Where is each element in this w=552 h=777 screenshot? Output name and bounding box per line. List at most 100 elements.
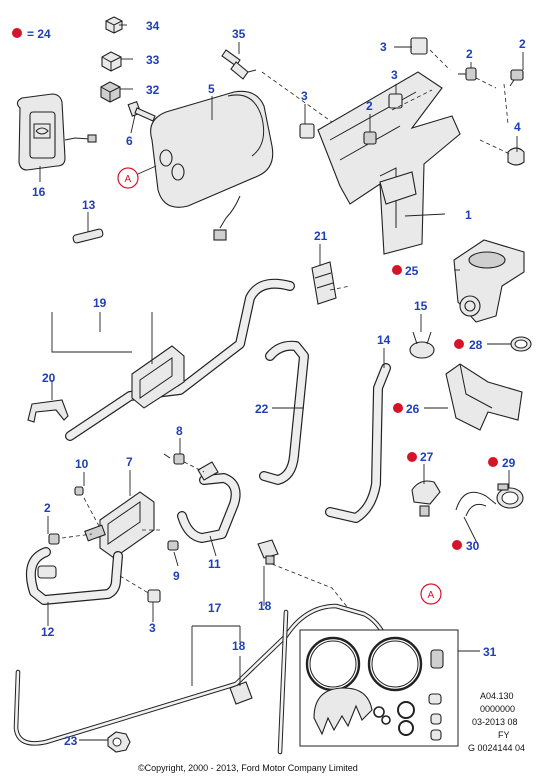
callout-32: 32 — [146, 83, 160, 97]
callout-6: 6 — [126, 134, 133, 148]
part-7-silencer — [84, 491, 155, 559]
callout-28: 28 — [469, 338, 483, 352]
reference-a-lower: A — [420, 583, 442, 605]
reference-a-upper: A — [117, 165, 157, 189]
part-19-exhaust-pipe — [65, 278, 295, 441]
part-31-seal-kit — [299, 629, 459, 747]
part-34-clip — [105, 16, 123, 34]
marker-dot-30 — [452, 540, 462, 550]
part-21-gasket — [311, 261, 337, 305]
callout-3-top: 3 — [380, 40, 387, 54]
part-20-bracket — [27, 399, 69, 423]
callout-3-mid: 3 — [391, 68, 398, 82]
marker-dot-28 — [454, 339, 464, 349]
part-30-spring-clip — [455, 491, 497, 517]
part-35-bolt — [221, 49, 257, 80]
legend-marker-dot — [12, 28, 22, 38]
callout-35: 35 — [232, 27, 246, 41]
part-10-plug — [74, 486, 84, 496]
part-12-hose — [26, 547, 123, 605]
marker-dot-25 — [392, 265, 402, 275]
callout-1: 1 — [465, 208, 472, 222]
part-14-hose — [325, 363, 391, 523]
callout-2-top: 2 — [466, 47, 473, 61]
callout-29: 29 — [502, 456, 516, 470]
callout-22: 22 — [255, 402, 269, 416]
callout-14: 14 — [377, 333, 391, 347]
part-23-nut — [107, 731, 131, 753]
legend-text: = 24 — [27, 27, 51, 41]
callout-20: 20 — [42, 371, 56, 385]
part-5-heater-unit — [150, 90, 274, 241]
part-27-valve — [411, 480, 441, 517]
callout-4: 4 — [514, 120, 521, 134]
svg-text:A: A — [428, 590, 435, 601]
callout-3-left: 3 — [301, 89, 308, 103]
part-3-clip-left — [299, 123, 315, 139]
part-1-bracket — [317, 71, 461, 255]
part-2-bolt-left — [48, 533, 60, 545]
callout-7: 7 — [126, 455, 133, 469]
svg-text:A: A — [125, 174, 132, 185]
part-3-clip-top — [410, 37, 428, 55]
meta-line-1: A04.130 — [480, 691, 514, 701]
part-26-shield — [445, 363, 523, 431]
part-18-clip-upper — [257, 539, 279, 565]
part-4-clamp — [507, 147, 525, 166]
callout-31: 31 — [483, 645, 497, 659]
dashed-guides — [61, 49, 511, 609]
callout-21: 21 — [314, 229, 328, 243]
part-2-bolt-mid — [363, 131, 377, 145]
callout-10: 10 — [75, 457, 89, 471]
callout-2-mid: 2 — [366, 99, 373, 113]
callout-18-lower: 18 — [232, 639, 246, 653]
callout-9: 9 — [173, 569, 180, 583]
copyright-text: ©Copyright, 2000 - 2013, Ford Motor Comp… — [138, 763, 358, 773]
part-29-hose-clamp — [496, 483, 524, 509]
meta-line-4: FY — [498, 730, 510, 740]
callout-34: 34 — [146, 19, 160, 33]
callout-15: 15 — [414, 299, 428, 313]
part-2-bolt-top-right — [458, 67, 477, 81]
callout-23: 23 — [64, 734, 78, 748]
part-6-sensor — [127, 100, 156, 122]
callout-8: 8 — [176, 424, 183, 438]
callout-2-far-right: 2 — [519, 37, 526, 51]
part-8-bolt — [163, 453, 185, 465]
callout-25: 25 — [405, 264, 419, 278]
callout-26: 26 — [406, 402, 420, 416]
callout-12: 12 — [41, 625, 55, 639]
callout-30: 30 — [466, 539, 480, 553]
callout-19: 19 — [93, 296, 107, 310]
part-3-clip-bottom — [147, 589, 161, 603]
callout-3-bottom: 3 — [149, 621, 156, 635]
part-33-clip — [101, 51, 122, 72]
meta-line-3: 03-2013 08 — [472, 717, 518, 727]
callout-16: 16 — [32, 185, 46, 199]
part-25-housing — [453, 239, 525, 323]
meta-line-2: 0000000 — [480, 704, 515, 714]
callout-11: 11 — [208, 557, 221, 571]
part-32-nut — [100, 81, 121, 103]
marker-dot-26 — [393, 403, 403, 413]
leader-lines — [39, 24, 524, 741]
marker-dot-27 — [407, 452, 417, 462]
part-28-ring — [510, 336, 532, 352]
part-22-hose — [259, 340, 309, 485]
callout-17: 17 — [208, 601, 222, 615]
marker-dot-29 — [488, 457, 498, 467]
part-15-clamp — [409, 331, 435, 359]
part-3-clip-mid — [388, 93, 403, 109]
callout-27: 27 — [420, 450, 434, 464]
callout-2-left: 2 — [44, 501, 51, 515]
part-13-pin — [72, 228, 104, 244]
part-18-clip-lower — [229, 681, 253, 705]
callout-33: 33 — [146, 53, 160, 67]
callout-18-upper: 18 — [258, 599, 272, 613]
part-2-bolt-far-right — [509, 69, 524, 87]
meta-line-5: G 0024144 04 — [468, 743, 525, 753]
part-16-switch — [16, 93, 97, 171]
part-9-bolt — [167, 540, 179, 551]
part-11-hose — [177, 461, 241, 543]
